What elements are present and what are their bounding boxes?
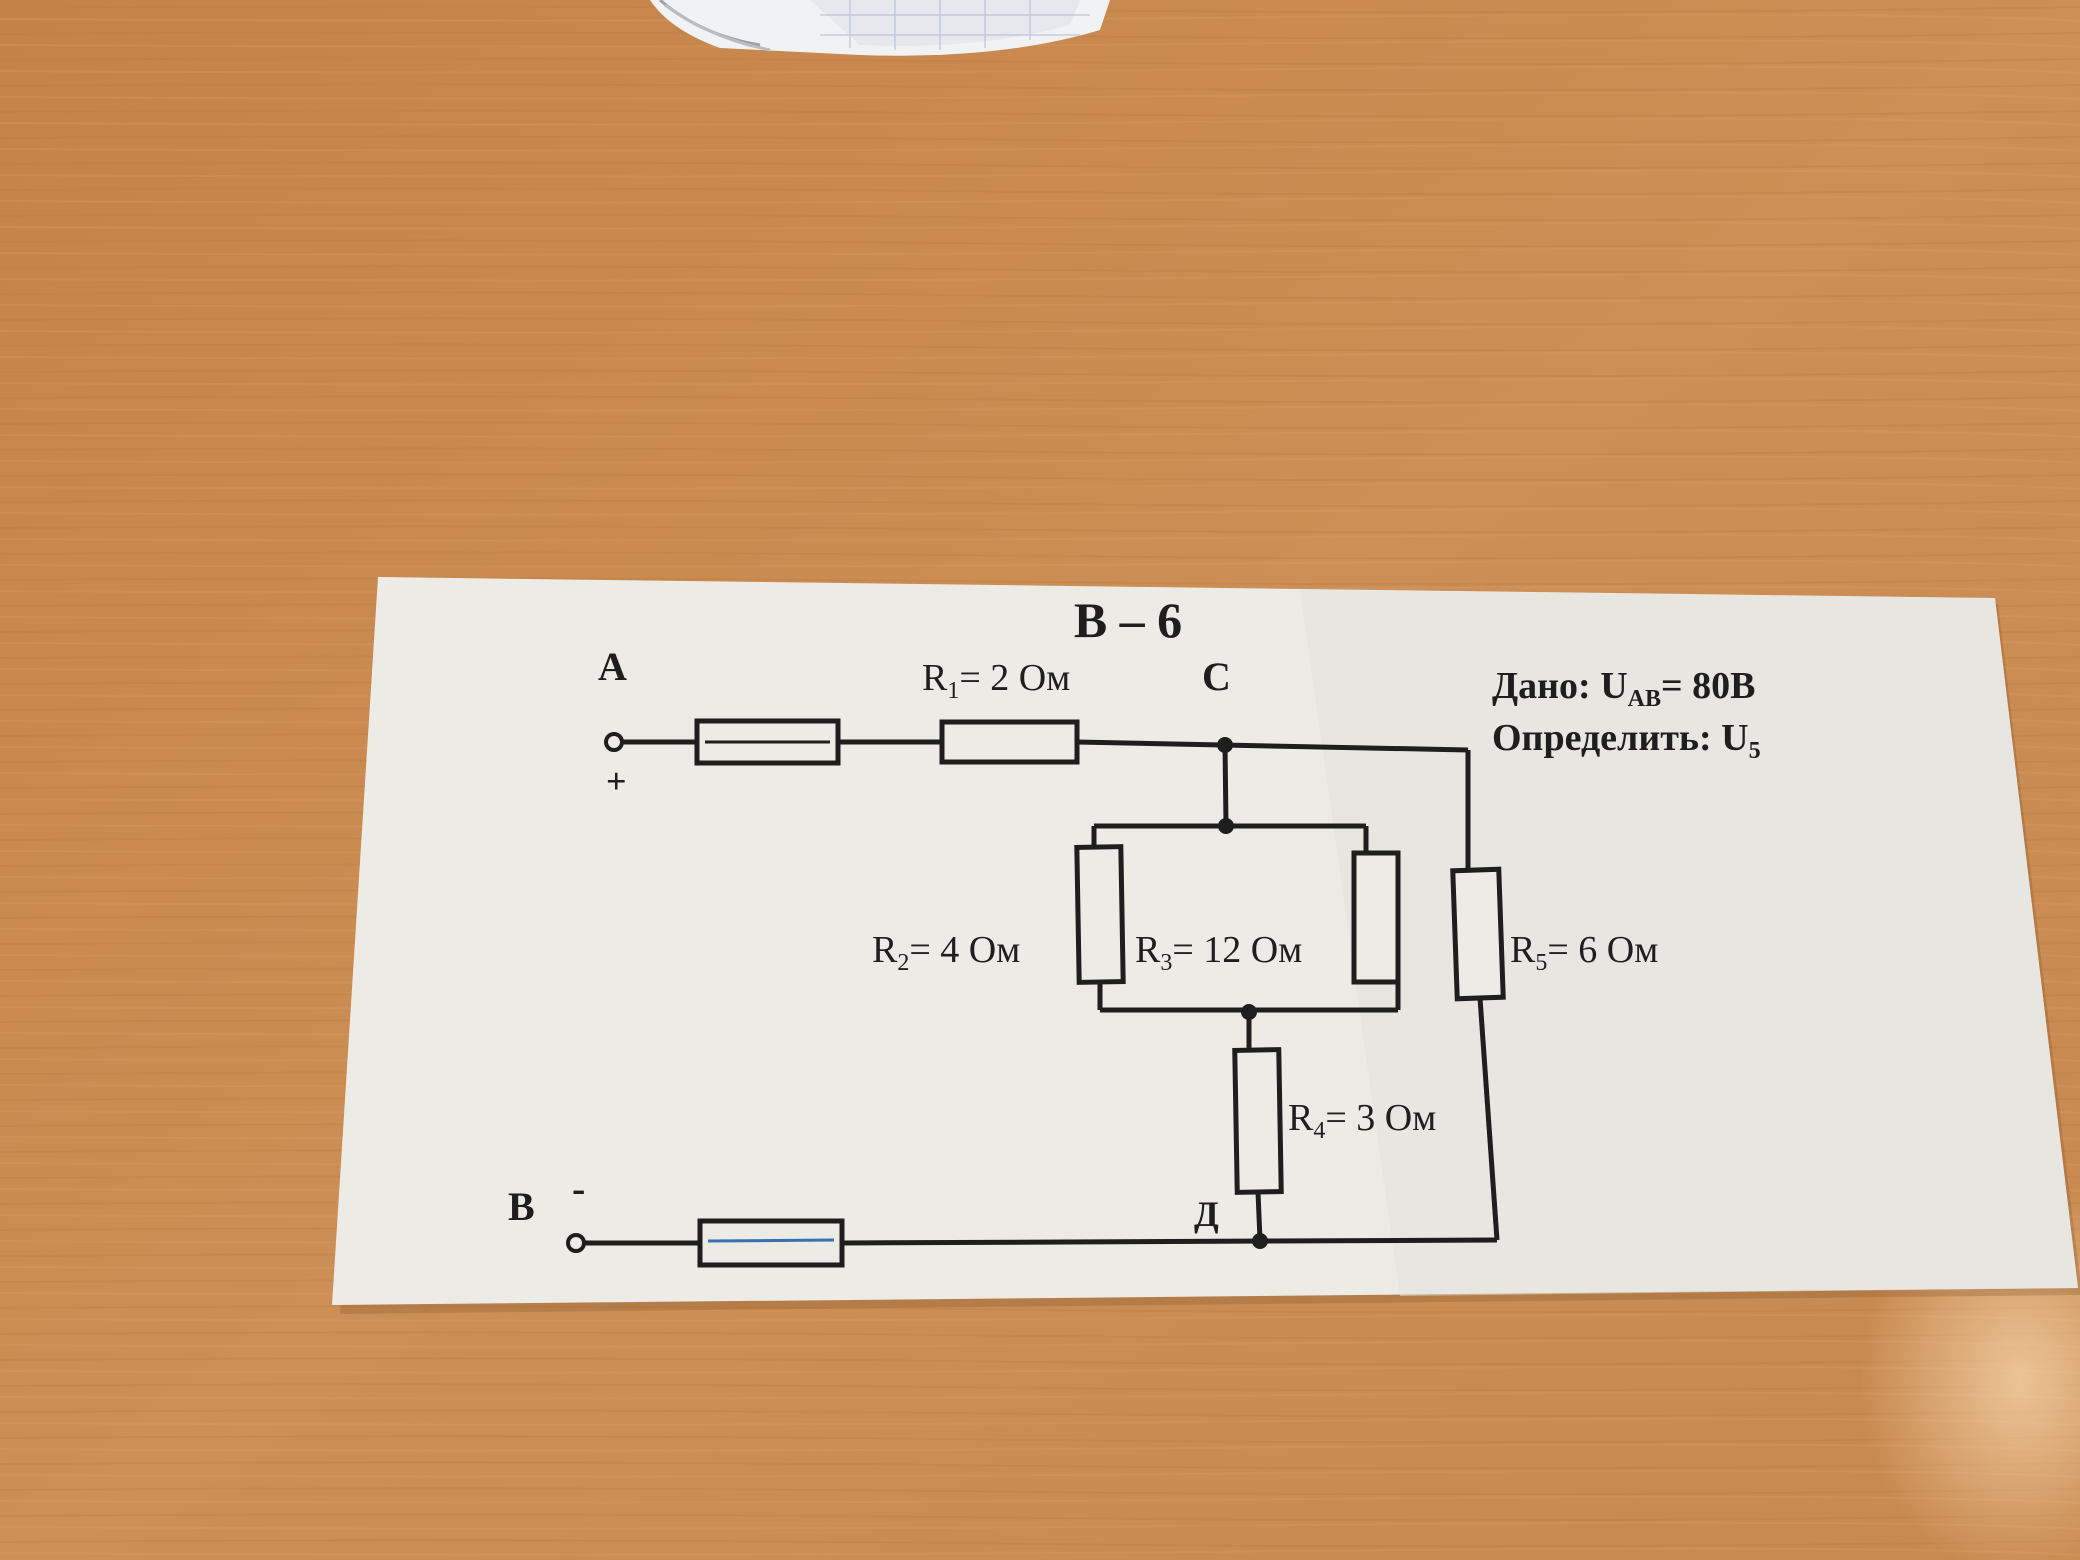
fuse-bottom [697,1218,845,1268]
junction-parallel-bottom [1241,1004,1257,1020]
r4-label: R4= 3 Ом [1288,1097,1436,1144]
resistor-r5 [1450,866,1506,1002]
r3-label: R3= 12 Ом [1135,929,1302,976]
terminal-a [604,732,624,752]
resistor-r3 [1351,850,1401,985]
card-title: В – 6 [1074,592,1182,648]
junction-c [1217,737,1233,753]
resistor-r4 [1232,1047,1284,1195]
resistor-r2 [1074,844,1126,985]
node-label-d: Д [1194,1194,1219,1234]
r1-label: R1= 2 Ом [922,657,1070,704]
notebook-corner [650,0,1110,56]
node-label-c: C [1202,654,1231,699]
find-text: Определить: U5 [1492,717,1761,764]
r5-label: R5= 6 Ом [1510,929,1658,976]
node-label-a: A [598,644,627,689]
minus-sign: - [572,1166,585,1211]
r2-label: R2= 4 Ом [872,929,1020,976]
node-label-b: B [508,1184,535,1229]
junction-d [1252,1233,1268,1249]
paper-shade [1300,590,2078,1296]
terminal-b [566,1233,586,1253]
resistor-r1 [939,719,1080,765]
junction-parallel-top [1218,818,1234,834]
plus-sign: + [606,761,627,801]
fuse-top [694,718,841,766]
given-text: Дано: UAB= 80В [1492,665,1755,712]
